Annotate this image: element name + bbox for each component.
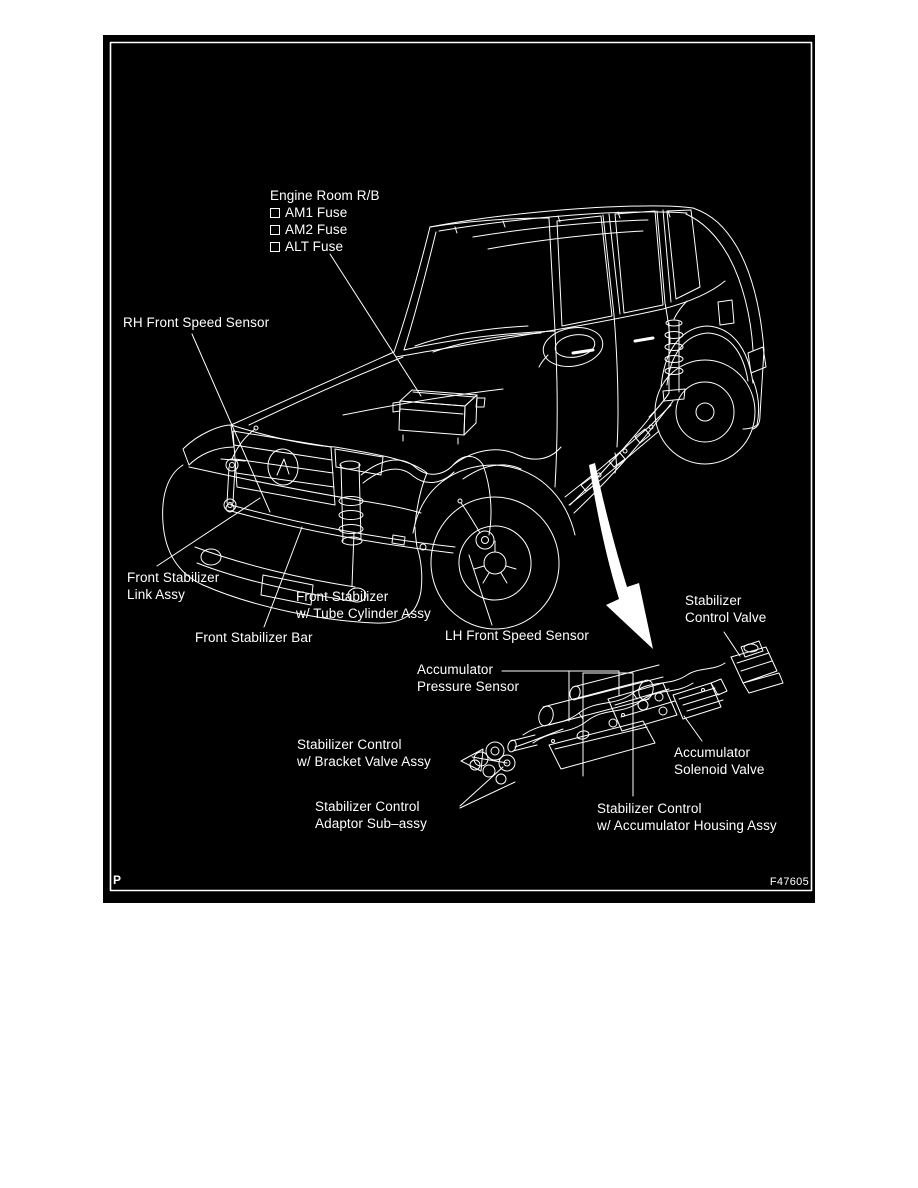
underbody-harness (564, 404, 672, 506)
bracket-valve-cluster (460, 728, 564, 785)
fuse-checkbox-icon (270, 207, 280, 218)
accumulator-solenoid-valve-part (672, 678, 728, 720)
leader-front-stabilizer-tube (351, 531, 355, 587)
fuse-label: ALT Fuse (285, 239, 344, 254)
callout-line: Pressure Sensor (417, 679, 520, 694)
callout-front-stabilizer-bar: Front Stabilizer Bar (195, 629, 313, 646)
vehicle-outline (162, 205, 767, 630)
callout-line: Accumulator (417, 662, 494, 677)
callout-line: Solenoid Valve (674, 762, 765, 777)
leader-accumulator-pressure-sensor (501, 670, 620, 722)
front-wheel (430, 496, 560, 630)
callout-rh-front-speed-sensor: RH Front Speed Sensor (123, 314, 269, 331)
callout-line: Adaptor Sub–assy (315, 816, 427, 831)
fuse-checkbox-icon (270, 241, 280, 252)
page-letter: P (113, 873, 122, 887)
leader-stabilizer-control-housing (582, 672, 634, 797)
callout-line: RH Front Speed Sensor (123, 315, 270, 330)
leader-front-stabilizer-bar (263, 526, 303, 628)
callout-stabilizer-control-adaptor: Stabilizer Control Adaptor Sub–assy (315, 798, 427, 832)
callout-line: Stabilizer Control (315, 799, 420, 814)
callout-leader-lines (156, 253, 741, 809)
callout-accumulator-pressure-sensor: Accumulator Pressure Sensor (417, 661, 519, 695)
stabilizer-control-valve-part (730, 640, 784, 694)
fuse-checkbox-icon (270, 224, 280, 235)
callout-accumulator-solenoid-valve: Accumulator Solenoid Valve (674, 744, 764, 778)
callout-stabilizer-control-bracket-valve: Stabilizer Control w/ Bracket Valve Assy (297, 736, 431, 770)
side-mirror (538, 327, 604, 368)
leader-accumulator-solenoid-valve (683, 715, 703, 742)
callout-front-stabilizer-tube-cylinder: Front Stabilizer w/ Tube Cylinder Assy (296, 588, 431, 622)
callout-line: Stabilizer Control (297, 737, 402, 752)
engine-room-rb-title: Engine Room R/B (270, 188, 380, 203)
vehicle-line-art (109, 41, 813, 892)
figure-code: F47605 (769, 876, 809, 888)
rear-wheel (654, 359, 756, 465)
fuse-item-am2: AM2 Fuse (270, 221, 380, 238)
engine-room-rb-box (392, 389, 486, 445)
diagram-panel: Engine Room R/B AM1 Fuse AM2 Fuse ALT Fu… (103, 35, 815, 903)
leader-rh-front-speed-sensor (191, 333, 271, 513)
callout-engine-room-rb: Engine Room R/B AM1 Fuse AM2 Fuse ALT Fu… (270, 187, 380, 255)
fuse-label: AM2 Fuse (285, 222, 348, 237)
callout-line: Front Stabilizer (296, 589, 389, 604)
front-suspension (220, 425, 562, 554)
callout-stabilizer-control-housing: Stabilizer Control w/ Accumulator Housin… (597, 800, 777, 834)
callout-stabilizer-control-valve: Stabilizer Control Valve (685, 592, 766, 626)
fuse-item-am1: AM1 Fuse (270, 204, 380, 221)
leader-stabilizer-control-valve (723, 631, 741, 657)
callout-front-stabilizer-link-assy: Front Stabilizer Link Assy (127, 569, 219, 603)
leader-lh-front-speed-sensor (468, 554, 493, 626)
callout-line: Stabilizer (685, 593, 742, 608)
callout-line: w/ Accumulator Housing Assy (597, 818, 777, 833)
flow-arrow (589, 463, 653, 649)
callout-line: Accumulator (674, 745, 751, 760)
callout-line: Front Stabilizer (127, 570, 220, 585)
callout-line: Stabilizer Control (597, 801, 702, 816)
leader-front-stabilizer-link-assy (156, 497, 261, 567)
callout-line: Link Assy (127, 587, 185, 602)
fuse-label: AM1 Fuse (285, 205, 348, 220)
leader-stabilizer-control-adaptor (459, 766, 516, 809)
callout-line: Control Valve (685, 610, 767, 625)
leader-stabilizer-control-bracket (471, 756, 508, 764)
callout-line: LH Front Speed Sensor (445, 628, 589, 643)
callout-line: w/ Bracket Valve Assy (297, 754, 431, 769)
leader-engine-room-rb (329, 253, 422, 397)
panel-inner-border (109, 41, 813, 892)
callout-lh-front-speed-sensor: LH Front Speed Sensor (445, 627, 589, 644)
front-grille (232, 430, 336, 506)
rear-height-sensor-strut (648, 300, 688, 418)
callout-line: Front Stabilizer Bar (195, 630, 313, 645)
fuse-item-alt: ALT Fuse (270, 238, 380, 255)
callout-line: w/ Tube Cylinder Assy (296, 606, 431, 621)
